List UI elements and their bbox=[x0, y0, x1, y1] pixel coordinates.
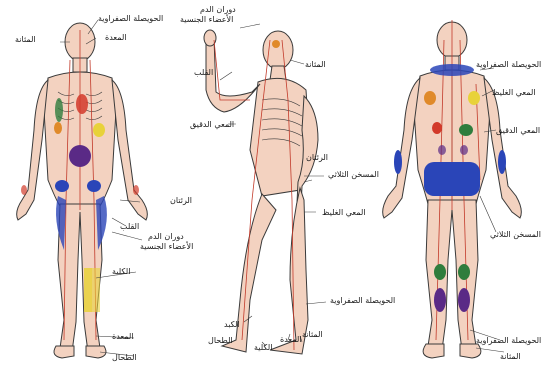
front-label-sex-organs: الأعضاء الجنسية bbox=[140, 242, 193, 251]
front-label-gallbladder: الحويصلة الصفراوية bbox=[98, 14, 163, 23]
back-label-large-intestine: المعي الغليظ bbox=[492, 88, 536, 97]
front-label-kidney: الكلية bbox=[112, 267, 130, 276]
side-label-kidney: الكلية bbox=[254, 343, 272, 352]
back-figure bbox=[383, 20, 522, 358]
back-label-bladder: المثانة bbox=[500, 352, 521, 361]
side-label-bladder: المثانة bbox=[305, 60, 326, 69]
front-label-heart: القلب bbox=[120, 222, 139, 231]
front-label-lungs: الرئتان bbox=[170, 196, 192, 205]
side-label-small-intestine: المعي الدقيق bbox=[190, 120, 234, 129]
front-label-bladder: المثانة bbox=[15, 35, 36, 44]
back-label-gallbladder-low: الحويصلة الصفراوية bbox=[476, 336, 541, 345]
front-label-stomach-low: المعدة bbox=[112, 332, 134, 341]
side-label-bladder-low: المثانة bbox=[302, 330, 323, 339]
back-label-triple-heater: المسخن الثلاثي bbox=[490, 230, 541, 239]
side-label-sex-organs: الأعضاء الجنسية bbox=[180, 15, 233, 24]
side-label-spleen: الطحال bbox=[208, 336, 233, 345]
front-label-stomach: المعدة bbox=[105, 33, 127, 42]
front-label-circulation: دوران الدم bbox=[148, 232, 184, 241]
back-label-gallbladder: الحويصلة الصفراوية bbox=[476, 60, 541, 69]
side-label-heart: القلب bbox=[194, 68, 213, 77]
side-label-lungs: الرئتان bbox=[306, 153, 328, 162]
front-label-spleen: الطحال bbox=[112, 353, 137, 362]
side-label-large-intestine: المعي الغليظ bbox=[322, 208, 366, 217]
front-figure bbox=[17, 20, 148, 358]
side-figure bbox=[204, 24, 326, 354]
side-label-gallbladder: الحويصلة الصفراوية bbox=[330, 296, 395, 305]
side-label-liver: الكبد bbox=[224, 320, 240, 329]
side-label-triple-heater: المسخن الثلاثي bbox=[328, 170, 379, 179]
side-label-stomach: المعدة bbox=[280, 335, 302, 344]
back-label-small-intestine: المعي الدقيق bbox=[496, 126, 540, 135]
side-label-circulation: دوران الدم bbox=[200, 5, 236, 14]
